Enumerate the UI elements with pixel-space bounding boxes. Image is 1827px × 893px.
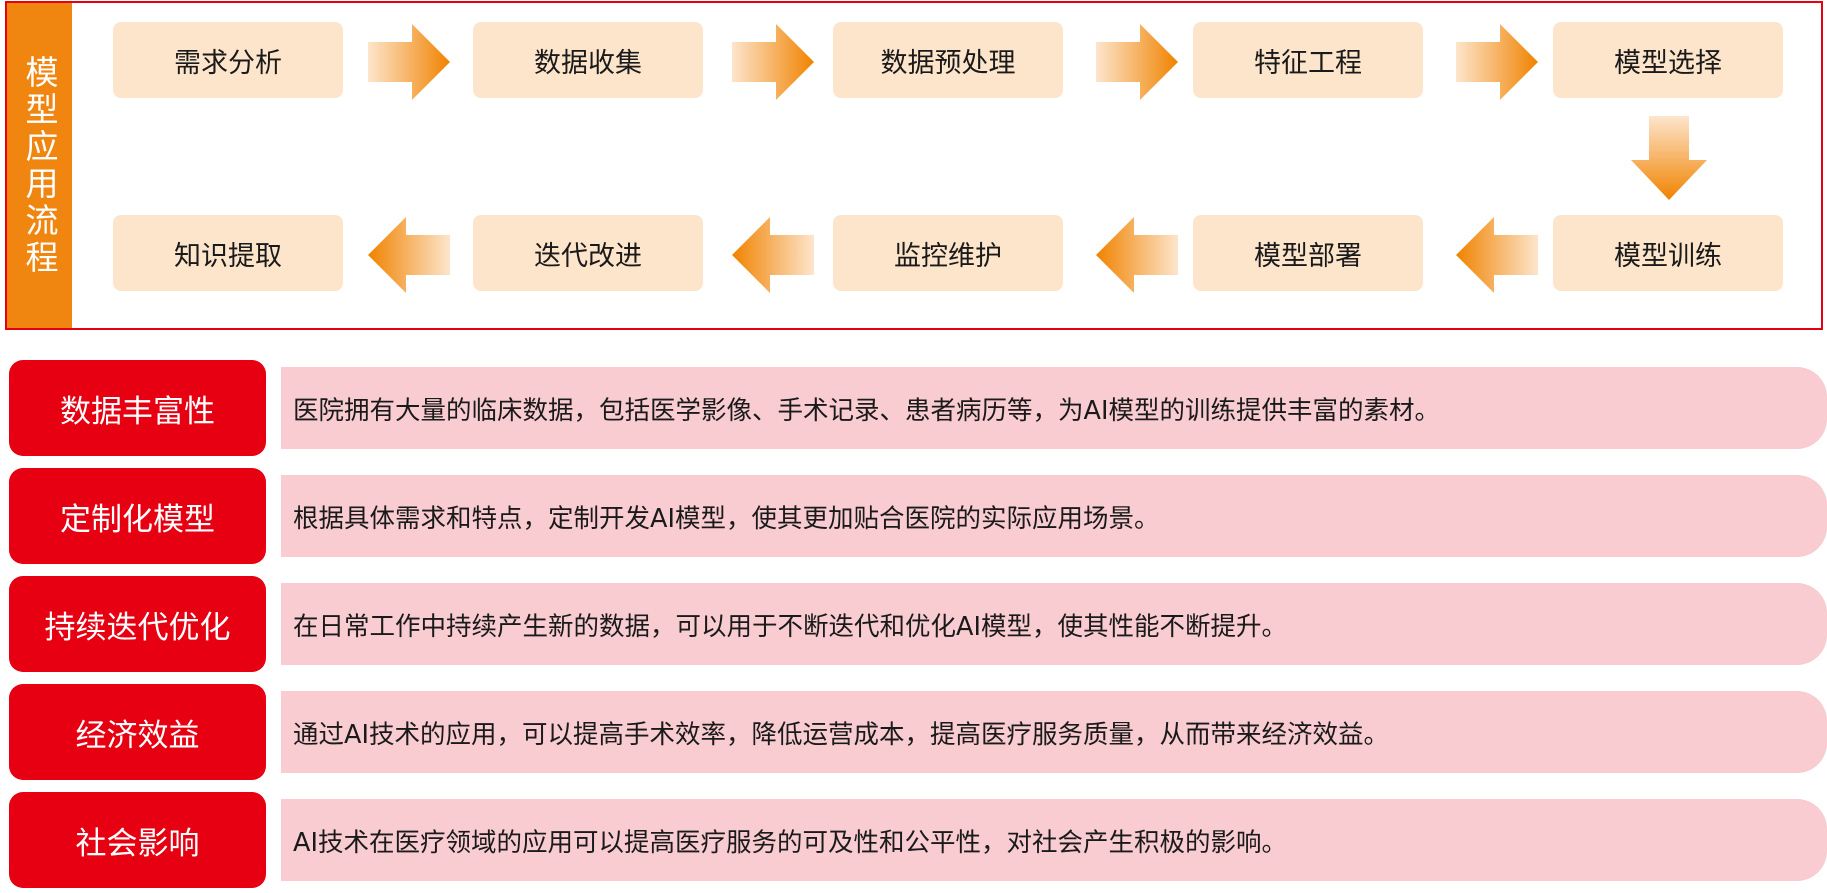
step-label: 模型选择 <box>1614 47 1722 79</box>
step-label: 数据收集 <box>534 47 642 79</box>
feature-title: 社会影响 <box>9 792 266 888</box>
step-knowledge-extraction: 知识提取 <box>113 215 343 291</box>
step-label: 迭代改进 <box>534 240 642 272</box>
step-iterative-improvement: 迭代改进 <box>473 215 703 291</box>
step-monitoring-maintenance: 监控维护 <box>833 215 1063 291</box>
step-model-training: 模型训练 <box>1553 215 1783 291</box>
arrow-right-icon <box>1096 24 1178 100</box>
arrow-right-icon <box>732 24 814 100</box>
arrow-right-icon <box>1456 24 1538 100</box>
step-data-collection: 数据收集 <box>473 22 703 98</box>
arrow-left-icon <box>1456 217 1538 293</box>
step-model-deployment: 模型部署 <box>1193 215 1423 291</box>
step-feature-engineering: 特征工程 <box>1193 22 1423 98</box>
arrow-right-icon <box>368 24 450 100</box>
feature-description: 通过AI技术的应用，可以提高手术效率，降低运营成本，提高医疗服务质量，从而带来经… <box>281 691 1827 773</box>
feature-description: 根据具体需求和特点，定制开发AI模型，使其更加贴合医院的实际应用场景。 <box>281 475 1827 557</box>
feature-row-continuous-iteration: 持续迭代优化 在日常工作中持续产生新的数据，可以用于不断迭代和优化AI模型，使其… <box>0 576 1827 672</box>
process-side-label-text: 模型应用流程 <box>20 54 59 277</box>
step-model-selection: 模型选择 <box>1553 22 1783 98</box>
step-label: 监控维护 <box>894 240 1002 272</box>
feature-description: 医院拥有大量的临床数据，包括医学影像、手术记录、患者病历等，为AI模型的训练提供… <box>281 367 1827 449</box>
step-requirements-analysis: 需求分析 <box>113 22 343 98</box>
step-label: 特征工程 <box>1254 47 1362 79</box>
arrow-left-icon <box>1096 217 1178 293</box>
step-label: 模型部署 <box>1254 240 1362 272</box>
arrow-left-icon <box>732 217 814 293</box>
step-data-preprocessing: 数据预处理 <box>833 22 1063 98</box>
process-flow-panel: 模型应用流程 需求分析 数据收集 数据预处理 特征工程 模型选择 模型训练 模型… <box>5 1 1823 330</box>
step-label: 数据预处理 <box>880 47 1016 79</box>
feature-row-social-impact: 社会影响 AI技术在医疗领域的应用可以提高医疗服务的可及性和公平性，对社会产生积… <box>0 792 1827 888</box>
feature-description: 在日常工作中持续产生新的数据，可以用于不断迭代和优化AI模型，使其性能不断提升。 <box>281 583 1827 665</box>
step-label: 模型训练 <box>1614 240 1722 272</box>
feature-title: 持续迭代优化 <box>9 576 266 672</box>
feature-row-custom-model: 定制化模型 根据具体需求和特点，定制开发AI模型，使其更加贴合医院的实际应用场景… <box>0 468 1827 564</box>
feature-title: 定制化模型 <box>9 468 266 564</box>
feature-title: 经济效益 <box>9 684 266 780</box>
step-label: 知识提取 <box>174 240 282 272</box>
feature-description: AI技术在医疗领域的应用可以提高医疗服务的可及性和公平性，对社会产生积极的影响。 <box>281 799 1827 881</box>
feature-title: 数据丰富性 <box>9 360 266 456</box>
arrow-down-icon <box>1631 116 1707 200</box>
process-side-label: 模型应用流程 <box>7 3 72 328</box>
feature-row-data-richness: 数据丰富性 医院拥有大量的临床数据，包括医学影像、手术记录、患者病历等，为AI模… <box>0 360 1827 456</box>
step-label: 需求分析 <box>174 47 282 79</box>
feature-row-economic-benefit: 经济效益 通过AI技术的应用，可以提高手术效率，降低运营成本，提高医疗服务质量，… <box>0 684 1827 780</box>
arrow-left-icon <box>368 217 450 293</box>
